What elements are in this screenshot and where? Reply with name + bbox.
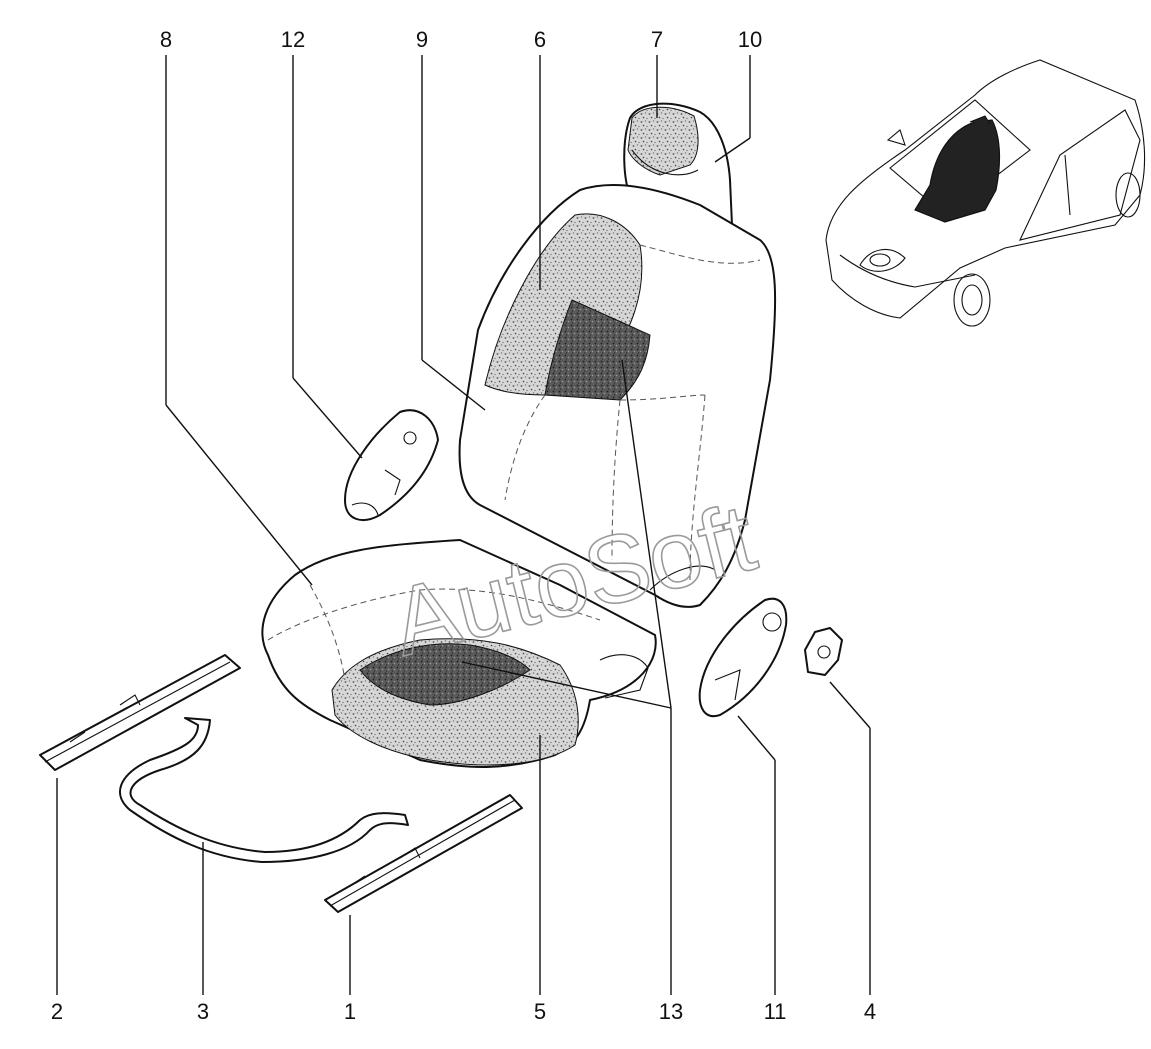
- seat-rail-left: [39, 654, 241, 771]
- callout-9: 9: [416, 27, 428, 52]
- seat-rail-right: [324, 794, 523, 913]
- callout-7: 7: [651, 27, 663, 52]
- callout-10: 10: [738, 27, 762, 52]
- callout-12: 12: [281, 27, 305, 52]
- callout-11: 11: [764, 999, 787, 1024]
- leader-lines: [56, 55, 871, 995]
- hinge-cover-left: [344, 409, 439, 521]
- callout-2: 2: [51, 999, 63, 1024]
- callout-8: 8: [160, 27, 172, 52]
- recliner-knob: [804, 627, 843, 676]
- callout-6: 6: [534, 27, 546, 52]
- callout-3: 3: [197, 999, 209, 1024]
- adjust-bar: [119, 717, 409, 863]
- callout-1: 1: [344, 999, 356, 1024]
- car-overview-illustration: [825, 59, 1146, 327]
- callout-labels: 8 12 9 6 7 10 2 3 1 5 13 11 4: [51, 27, 876, 1024]
- callout-4: 4: [864, 999, 876, 1024]
- seat-cushion: [261, 539, 657, 768]
- callout-5: 5: [534, 999, 546, 1024]
- hinge-cover-right: [698, 597, 788, 718]
- callout-13: 13: [659, 999, 683, 1024]
